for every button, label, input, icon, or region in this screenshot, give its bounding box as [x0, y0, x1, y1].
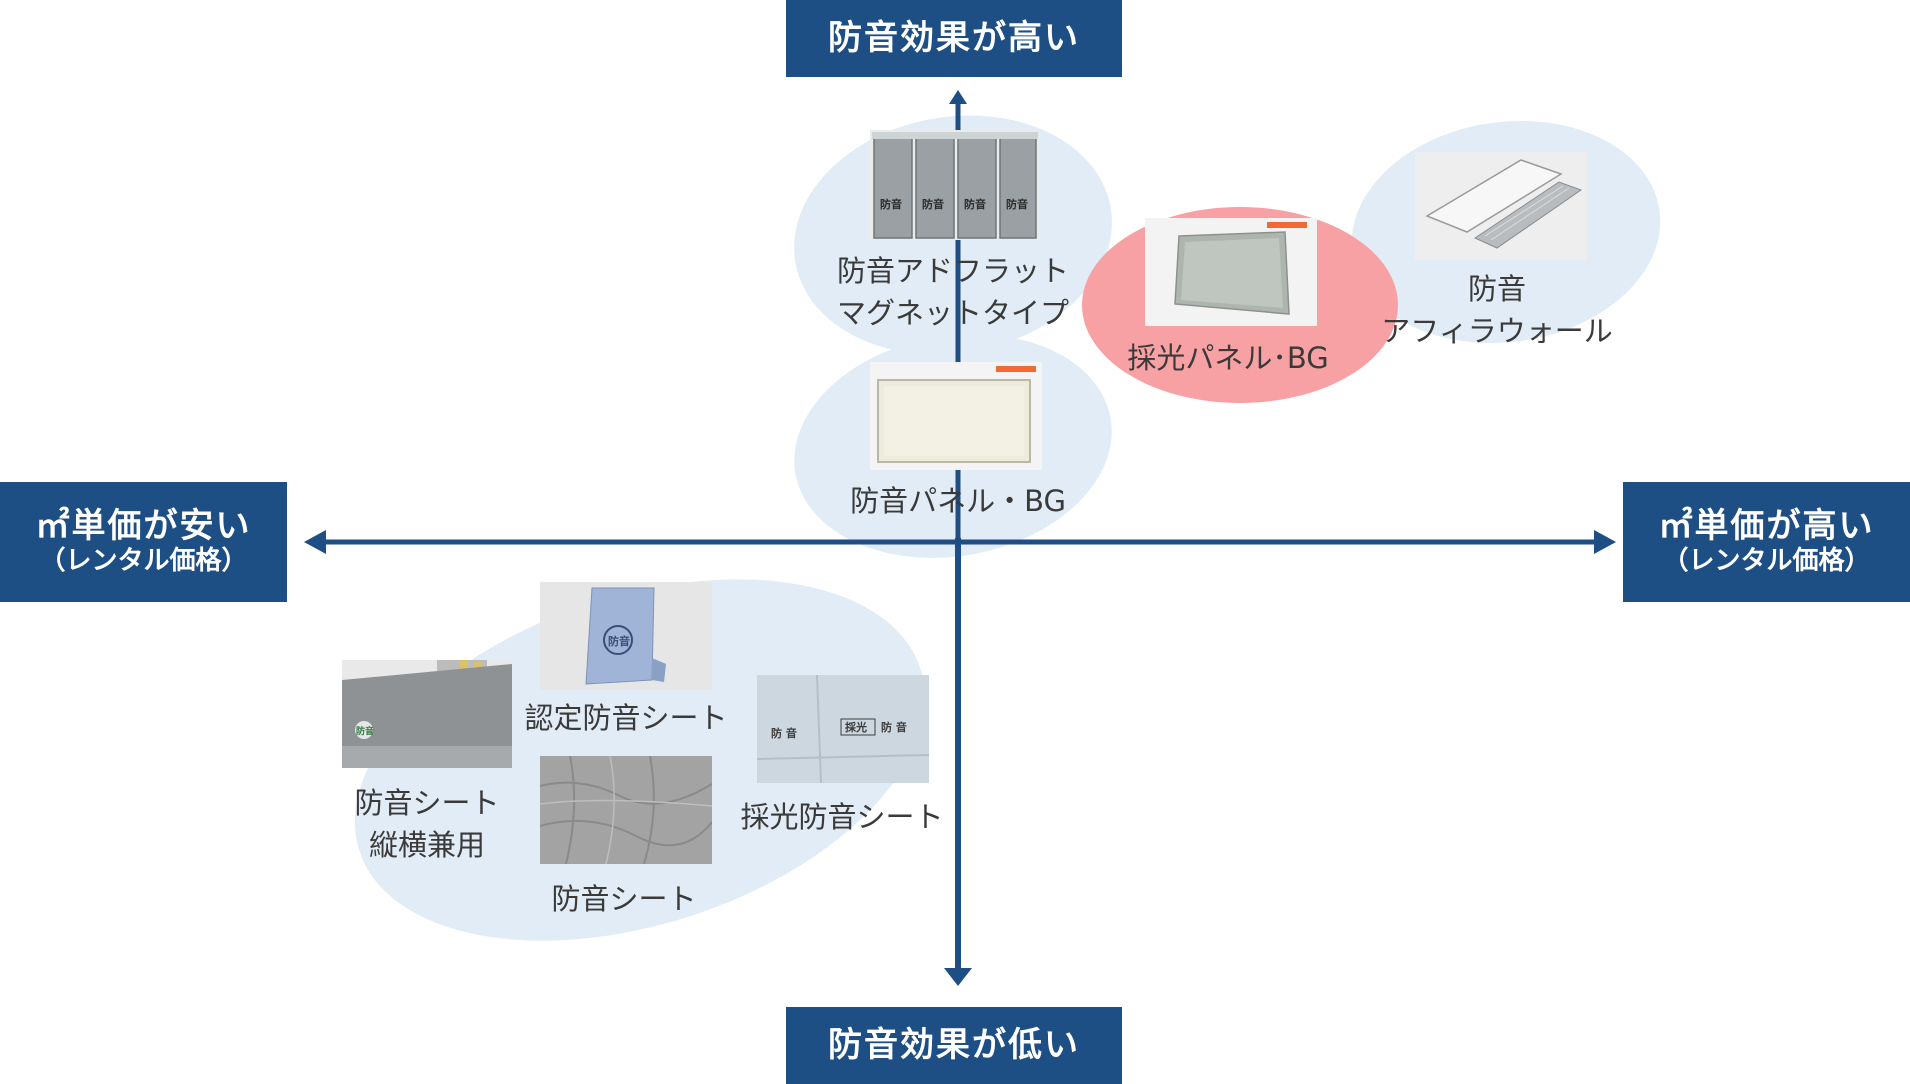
axis-label-bottom-text: 防音効果が低い	[828, 1024, 1080, 1065]
axis-arrowhead-top	[949, 90, 967, 104]
affila-label-line1: 防音	[1467, 272, 1527, 306]
saiko-panel-image	[1145, 218, 1317, 326]
affila-label: 防音 アフィラウォール	[1381, 268, 1612, 352]
affila-image	[1415, 152, 1587, 260]
saiko-panel-label: 採光パネル･BG	[1127, 337, 1328, 379]
saiko-sheet-mark-c: 防 音	[881, 720, 907, 734]
axis-label-bottom: 防音効果が低い	[786, 1007, 1122, 1084]
panel-bg-image	[870, 362, 1042, 470]
axis-arrowhead-left	[304, 530, 326, 554]
adflat-label: 防音アドフラット マグネットタイプ	[837, 250, 1069, 334]
axis-arrowhead-bottom	[944, 968, 972, 986]
sheet-tateyoko-label-line1: 防音シート	[354, 786, 500, 820]
adflat-panel-mark-4: 防音	[1006, 197, 1028, 211]
sheet-label: 防音シート	[551, 878, 696, 920]
saiko-sheet-image: 防 音 採光 防 音	[757, 675, 929, 783]
adflat-image: 防音 防音 防音 防音	[870, 130, 1040, 240]
axis-label-left: ㎡単価が安い （レンタル価格）	[0, 482, 287, 602]
axis-label-top-text: 防音効果が高い	[828, 17, 1080, 58]
axis-label-right: ㎡単価が高い （レンタル価格）	[1623, 482, 1910, 602]
axis-label-right-sub: （レンタル価格）	[1662, 545, 1871, 576]
panel-bg-label-text: 防音パネル・BG	[850, 484, 1066, 518]
saiko-sheet-label-text: 採光防音シート	[740, 800, 944, 834]
saiko-sheet-mark-b: 採光	[845, 720, 867, 734]
nintei-sheet-image: 防音	[540, 582, 712, 690]
adflat-label-line1: 防音アドフラット	[836, 254, 1070, 288]
nintei-sheet-logo: 防音	[608, 634, 630, 648]
adflat-panel-mark-3: 防音	[964, 197, 986, 211]
axis-label-top: 防音効果が高い	[786, 0, 1122, 77]
saiko-sheet-label: 採光防音シート	[740, 796, 943, 838]
axis-label-left-main: ㎡単価が安い	[35, 505, 252, 546]
nintei-sheet-label: 認定防音シート	[524, 697, 727, 739]
sheet-tateyoko-image: 防音	[342, 660, 512, 768]
adflat-panel-mark-1: 防音	[880, 197, 902, 211]
sheet-tateyoko-logo: 防音	[356, 725, 374, 737]
adflat-label-line2: マグネットタイプ	[836, 296, 1070, 330]
axis-label-right-main: ㎡単価が高い	[1658, 505, 1875, 546]
sheet-tateyoko-label: 防音シート 縦横兼用	[354, 782, 499, 866]
saiko-sheet-mark-a: 防 音	[771, 726, 797, 740]
axis-label-left-sub: （レンタル価格）	[39, 545, 248, 576]
sheet-image	[540, 756, 712, 864]
nintei-sheet-label-text: 認定防音シート	[524, 701, 728, 735]
affila-label-line2: アフィラウォール	[1381, 314, 1613, 348]
panel-bg-label: 防音パネル・BG	[850, 480, 1066, 522]
axis-arrowhead-right	[1594, 530, 1616, 554]
sheet-label-text: 防音シート	[551, 882, 697, 916]
sheet-tateyoko-label-line2: 縦横兼用	[368, 828, 486, 862]
adflat-panel-mark-2: 防音	[922, 197, 944, 211]
saiko-panel-label-text: 採光パネル･BG	[1127, 341, 1329, 375]
